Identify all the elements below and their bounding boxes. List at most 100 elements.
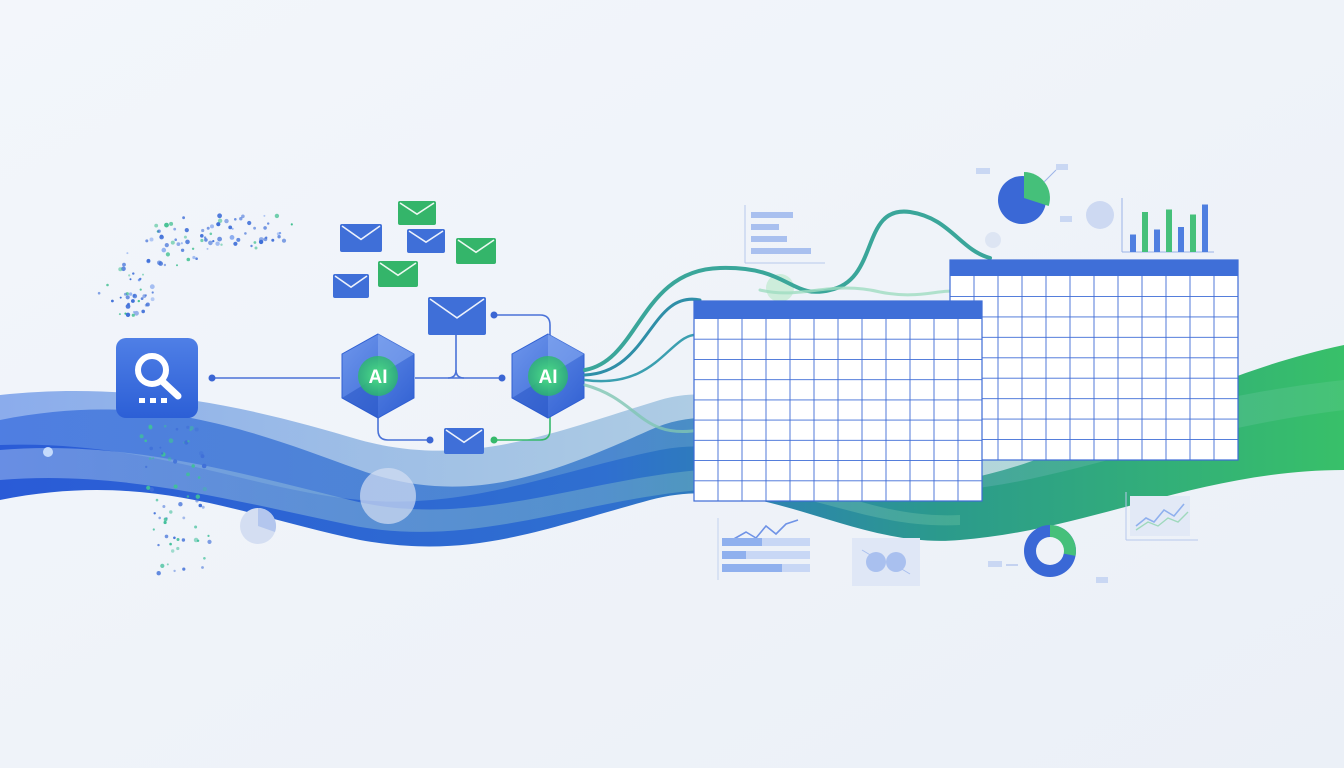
- particle: [132, 310, 136, 314]
- particle: [145, 465, 148, 469]
- particle: [281, 238, 287, 243]
- particle: [186, 495, 190, 498]
- envelope-flap: [379, 262, 417, 277]
- particle: [154, 223, 159, 228]
- particle: [148, 424, 153, 429]
- particle: [210, 224, 214, 229]
- particle: [186, 425, 190, 429]
- particle: [244, 232, 247, 235]
- connector-dot: [426, 436, 434, 444]
- deco-circle: [360, 468, 416, 524]
- network-edge: [861, 549, 873, 557]
- particle-stream-bottom: [139, 424, 212, 576]
- envelope-body: [428, 297, 486, 335]
- search-tile-bg: [116, 338, 198, 418]
- ai-node-1: AI: [341, 333, 415, 419]
- particle: [164, 222, 169, 228]
- particle: [217, 218, 223, 223]
- particle: [274, 213, 280, 219]
- envelope-flap: [399, 202, 435, 216]
- particle: [163, 520, 167, 525]
- sparkle: [43, 447, 53, 457]
- particle: [173, 569, 176, 573]
- particle: [156, 571, 161, 576]
- particle-arc-top: [97, 213, 293, 317]
- particle: [203, 557, 206, 560]
- spreadsheet-back: [949, 259, 1239, 461]
- particle: [165, 252, 170, 257]
- particle: [215, 241, 220, 246]
- dash-bar-track: [722, 551, 810, 559]
- particle: [263, 226, 267, 230]
- particle: [201, 228, 205, 233]
- particle: [203, 236, 207, 239]
- particle: [148, 457, 152, 460]
- particle: [277, 235, 281, 239]
- envelope-flap: [334, 275, 368, 289]
- pie-callout-tag: [1056, 164, 1068, 170]
- particle: [200, 234, 204, 238]
- connector-lines: [212, 314, 551, 441]
- particle: [139, 277, 142, 281]
- ai-node-glow: [528, 356, 568, 396]
- particle: [263, 237, 268, 242]
- particle: [236, 237, 241, 242]
- particle: [184, 228, 189, 233]
- particle: [97, 291, 101, 295]
- particle: [189, 426, 194, 430]
- bar-mark: [1130, 234, 1136, 252]
- particle: [194, 427, 199, 432]
- particle: [159, 234, 163, 238]
- particle: [207, 539, 212, 545]
- stream: [583, 297, 702, 377]
- particle: [186, 472, 190, 477]
- envelope-icon: [333, 274, 369, 298]
- ai-node-glow: [358, 356, 398, 396]
- particle: [258, 237, 264, 242]
- bar-mark: [1166, 209, 1172, 252]
- particle: [173, 227, 177, 231]
- dash-line: [731, 519, 799, 541]
- particle: [128, 292, 133, 296]
- particle: [201, 463, 207, 469]
- particle: [194, 525, 198, 529]
- particle: [181, 538, 186, 542]
- particle: [125, 312, 131, 317]
- particle: [158, 261, 163, 266]
- line-series: [1135, 511, 1189, 531]
- envelope-icon: [378, 261, 418, 287]
- dash-bar-fill: [722, 564, 782, 572]
- stream: [758, 286, 962, 297]
- particle: [129, 278, 132, 281]
- pie-slice: [258, 507, 277, 532]
- donut-callout-tag: [1096, 577, 1108, 583]
- particle: [175, 427, 179, 431]
- envelope-cluster: [333, 201, 496, 454]
- envelope-flap: [429, 298, 485, 319]
- sheet-header-bar: [950, 260, 1238, 276]
- particle: [271, 238, 275, 242]
- particle: [182, 567, 186, 571]
- dash-bar-fill: [722, 551, 746, 559]
- mini-chart-set: [240, 164, 1214, 586]
- particle: [162, 505, 166, 508]
- particle: [111, 299, 114, 303]
- particle: [185, 239, 190, 245]
- particle: [141, 309, 145, 314]
- donut-chart-icon: [988, 525, 1108, 583]
- particle: [239, 217, 243, 221]
- particle: [140, 297, 144, 300]
- particle: [152, 528, 155, 531]
- particle: [186, 257, 191, 262]
- particle: [212, 240, 215, 243]
- particle: [173, 536, 176, 540]
- donut-hole: [1036, 537, 1064, 565]
- particle: [206, 226, 210, 230]
- particle: [122, 262, 126, 267]
- particle: [278, 231, 282, 235]
- ai-node-2: AI: [511, 333, 585, 419]
- particle: [125, 295, 130, 300]
- particle: [132, 293, 138, 299]
